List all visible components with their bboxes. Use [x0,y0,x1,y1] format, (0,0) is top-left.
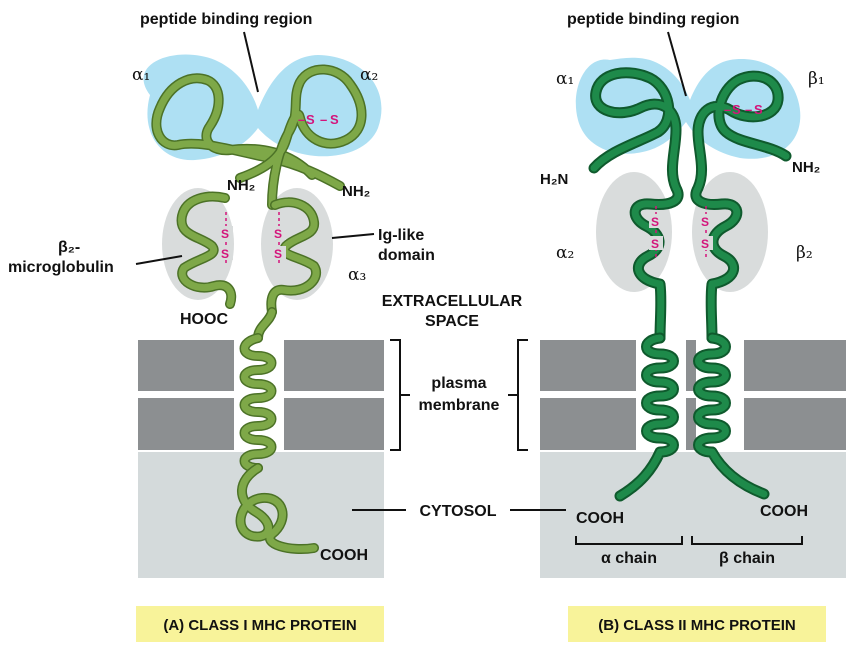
svg-text:–: – [320,112,327,127]
class2-peptide-label: peptide binding region [567,11,739,28]
membrane-bracket-right [508,339,528,451]
plasma-membrane-line1: plasma [431,375,486,392]
class2-membrane-upper-right [744,340,846,391]
class2-alpha-chain-label: α chain [601,550,657,567]
class2-chains [588,67,792,502]
class1-disulfide-beta2m: S S [219,212,233,264]
class1-hooc-label: HOOC [180,311,228,328]
class1-peptide-label: peptide binding region [140,11,312,28]
class1-membrane-lower-left [138,398,234,450]
svg-text:S: S [701,215,709,229]
plasma-membrane-line2: membrane [419,397,500,414]
svg-text:–: – [745,102,752,117]
class2-membrane-upper-mid [686,340,696,391]
class1-disulfide-alpha3: S S [272,212,286,264]
class1-membrane-upper-left [138,340,234,391]
svg-text:S: S [651,215,659,229]
class2-compartments [540,340,846,578]
class2-beta2-label: β₂ [796,243,813,263]
class1-membrane-lower-right [284,398,384,450]
svg-text:(A) CLASS I MHC PROTEIN: (A) CLASS I MHC PROTEIN [163,617,356,634]
class1-beta2m-line2: microglobulin [8,259,114,276]
class1-iglike-line2: domain [378,247,435,264]
class1-alpha3-label: α₃ [348,265,366,285]
class1-alpha1-label: α₁ [132,65,150,85]
class1-membrane-upper-right [284,340,384,391]
class2-membrane-upper-left [540,340,636,391]
class2-membrane-lower-mid [686,398,696,450]
class1-alpha2-label: α₂ [360,65,378,85]
svg-text:–: – [298,112,305,127]
class1-nh2-inner: NH₂ [227,177,255,194]
class1-disulfide-alpha2: – S – S [298,112,339,127]
class2-peptide-pointer [667,31,687,97]
svg-text:S: S [754,102,763,117]
class2-cooh-right: COOH [760,503,808,520]
class1-cooh-label: COOH [320,547,368,564]
class2-membrane-lower-right [744,398,846,450]
svg-text:S: S [306,112,315,127]
class2-nh2-label: NH₂ [792,159,820,176]
extracellular-label-line2: SPACE [425,313,479,330]
class2-disulfide-beta2: S S [699,206,713,260]
class1-caption: (A) CLASS I MHC PROTEIN [136,606,384,642]
svg-text:S: S [330,112,339,127]
svg-text:S: S [274,227,282,241]
extracellular-label-line1: EXTRACELLULAR [382,293,523,310]
class2-h2n-label: H₂N [540,171,568,188]
svg-text:S: S [732,102,741,117]
class2-cooh-left: COOH [576,510,624,527]
svg-text:S: S [651,237,659,251]
class2-membrane-lower-left [540,398,636,450]
svg-text:–: – [724,102,731,117]
class1-nh2-outer: NH₂ [342,183,370,200]
svg-text:S: S [701,237,709,251]
class2-beta1-label: β₁ [808,69,825,89]
class2-alpha2-label: α₂ [556,243,574,263]
membrane-bracket-left [390,339,410,451]
class1-iglike-line1: Ig-like [378,227,424,244]
class2-alpha1-label: α₁ [556,69,574,89]
svg-text:S: S [221,247,229,261]
class2-caption: (B) CLASS II MHC PROTEIN [568,606,826,642]
class1-iglike-pointer [331,233,375,239]
class1-compartments [138,340,384,578]
class2-chain-brackets [575,536,803,545]
class1-beta2m-pointer [135,255,183,265]
class2-disulfide-alpha2: S S [649,206,663,260]
class1-beta2m-line1: β₂- [58,239,80,256]
class2-cytosol [540,452,846,578]
class2-beta-chain-label: β chain [719,550,775,567]
class1-chain [151,64,367,554]
svg-text:S: S [221,227,229,241]
class2-disulfide-beta1: – S – S [724,102,763,117]
svg-text:S: S [274,247,282,261]
svg-text:(B) CLASS II MHC PROTEIN: (B) CLASS II MHC PROTEIN [598,617,796,634]
class1-peptide-pointer [243,31,259,93]
cytosol-label: CYTOSOL [419,503,496,520]
